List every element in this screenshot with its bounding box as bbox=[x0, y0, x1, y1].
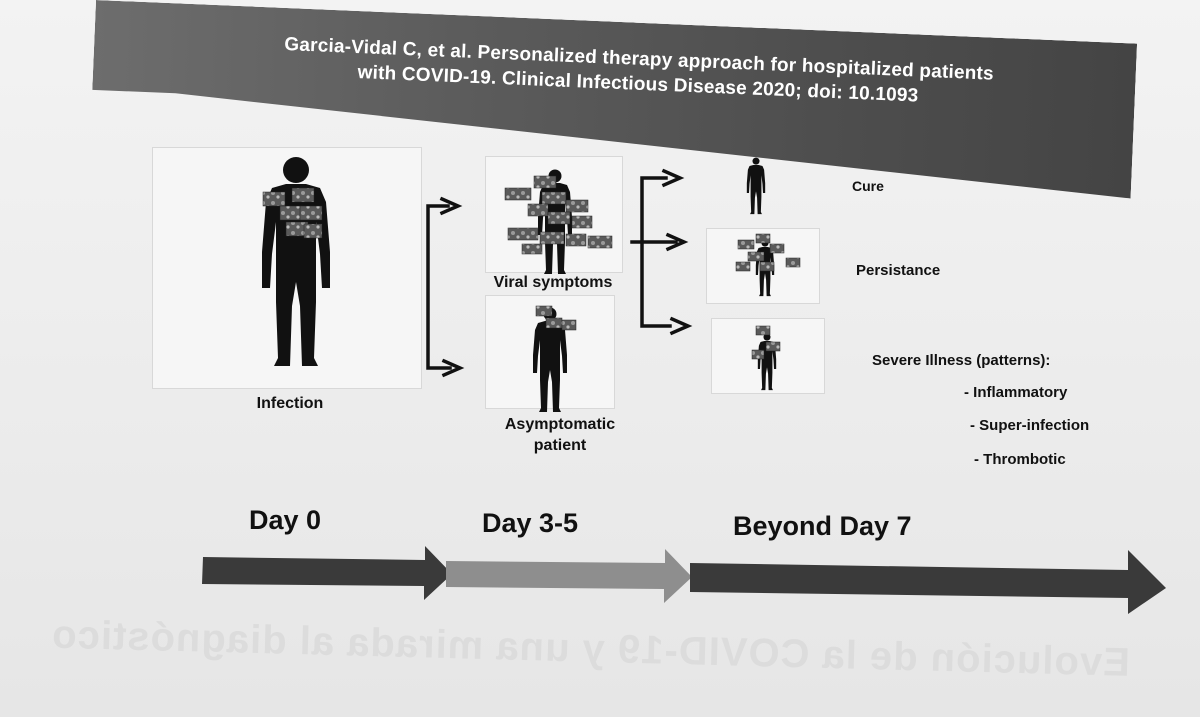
day-0-label: Day 0 bbox=[249, 505, 321, 536]
day-3-5-label: Day 3-5 bbox=[482, 508, 578, 539]
person-silhouette-icon bbox=[747, 158, 765, 214]
bracket-arrow-icon bbox=[632, 171, 688, 333]
beyond-day-7-label: Beyond Day 7 bbox=[733, 511, 912, 542]
infection-label: Infection bbox=[230, 395, 350, 413]
viral-symptoms-label: Viral symptoms bbox=[478, 274, 628, 292]
severe-illness-label: Severe Illness (patterns): bbox=[872, 352, 1050, 369]
bracket-arrow-icon bbox=[428, 199, 460, 375]
cure-label: Cure bbox=[852, 178, 884, 194]
severe-item-thrombotic: - Thrombotic bbox=[974, 451, 1066, 468]
asymptomatic-label-1: Asymptomatic bbox=[480, 416, 640, 434]
severe-item-super-infection: - Super-infection bbox=[970, 417, 1089, 434]
timeline-arrow-beyond bbox=[690, 550, 1166, 614]
timeline-arrow-day0 bbox=[202, 546, 452, 600]
severe-item-inflammatory: - Inflammatory bbox=[964, 384, 1067, 401]
persistance-label: Persistance bbox=[856, 262, 940, 279]
timeline-arrow-day3-5 bbox=[446, 549, 692, 603]
asymptomatic-label-2: patient bbox=[480, 437, 640, 455]
